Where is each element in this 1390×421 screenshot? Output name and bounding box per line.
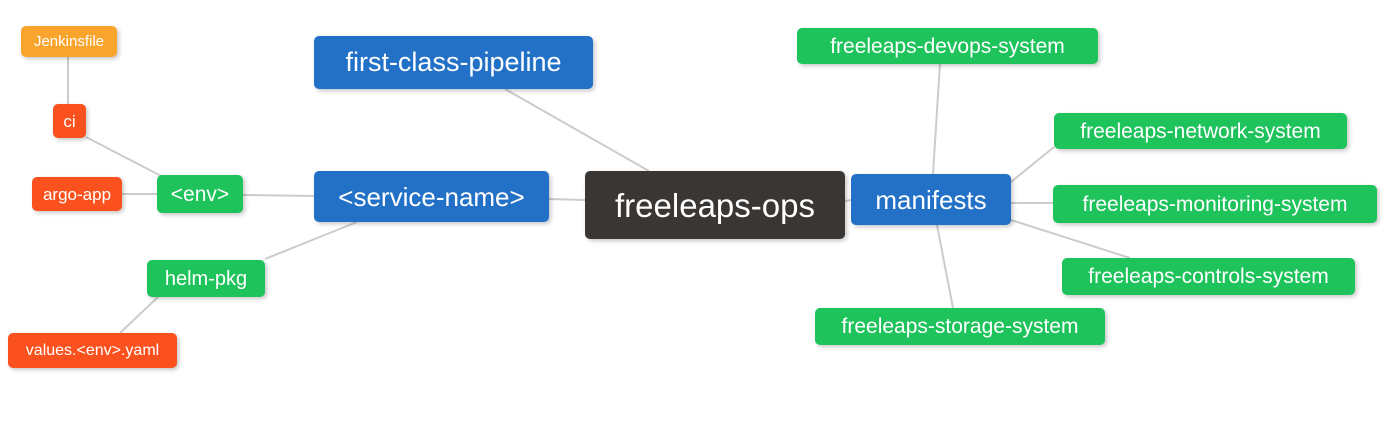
edge-manifests-controls — [1010, 219, 1131, 259]
node-freeleaps-controls-system[interactable]: freeleaps-controls-system — [1062, 258, 1355, 295]
edge-pipeline-root — [504, 88, 650, 172]
node-first-class-pipeline[interactable]: first-class-pipeline — [314, 36, 593, 89]
node-values-env-yaml[interactable]: values.<env>.yaml — [8, 333, 177, 368]
node-service-name[interactable]: <service-name> — [314, 171, 549, 222]
edge-manifests-storage — [936, 224, 954, 309]
edge-root-manifests — [844, 199, 852, 202]
edge-ci-env — [85, 136, 164, 178]
node-argo-app[interactable]: argo-app — [32, 177, 122, 211]
node-freeleaps-ops-root[interactable]: freeleaps-ops — [585, 171, 845, 239]
edge-helm-pkg-values — [119, 296, 159, 334]
node-freeleaps-monitoring-system[interactable]: freeleaps-monitoring-system — [1053, 185, 1377, 223]
node-jenkinsfile[interactable]: Jenkinsfile — [21, 26, 117, 57]
node-helm-pkg[interactable]: helm-pkg — [147, 260, 265, 297]
node-env[interactable]: <env> — [157, 175, 243, 213]
node-freeleaps-network-system[interactable]: freeleaps-network-system — [1054, 113, 1347, 149]
edge-service-name-root — [548, 198, 586, 201]
edge-manifests-network — [1010, 146, 1055, 183]
node-ci[interactable]: ci — [53, 104, 86, 138]
node-freeleaps-devops-system[interactable]: freeleaps-devops-system — [797, 28, 1098, 64]
edge-service-name-helm-pkg — [264, 221, 358, 260]
node-freeleaps-storage-system[interactable]: freeleaps-storage-system — [815, 308, 1105, 345]
edge-manifests-devops — [932, 62, 941, 175]
node-manifests[interactable]: manifests — [851, 174, 1011, 225]
edge-env-service-name — [242, 194, 315, 197]
